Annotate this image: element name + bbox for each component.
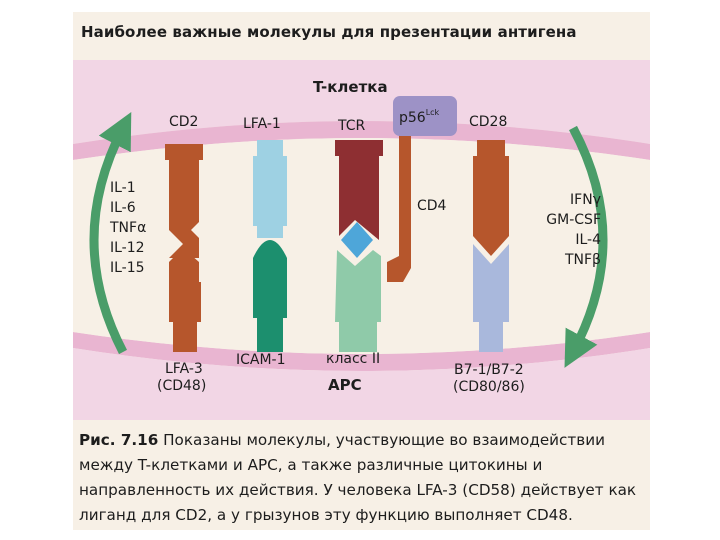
t-cell-membrane	[73, 121, 650, 160]
cd2-molecule	[165, 144, 203, 258]
caption-figure-number: Рис. 7.16	[79, 431, 159, 449]
left-cytokine-arrow	[89, 112, 132, 355]
cd28-molecule	[473, 140, 509, 256]
right-cytokine: TNFβ	[564, 252, 601, 268]
cd80-86-label: (CD80/86)	[453, 379, 525, 395]
tcr-molecule	[335, 140, 383, 240]
caption-text: Показаны молекулы, участвующие во взаимо…	[79, 431, 637, 524]
lfa1-domain	[253, 156, 287, 226]
left-cytokine: TNFα	[109, 220, 146, 236]
cd4-molecule	[387, 130, 411, 282]
right-cytokine: GM-CSF	[546, 212, 601, 228]
b7-label: B7-1/B7-2	[454, 362, 524, 378]
left-cytokine: IL-12	[110, 240, 145, 256]
lck-label: p56Lck	[399, 108, 440, 126]
lfa1-label: LFA-1	[243, 116, 281, 132]
icam1-molecule	[253, 240, 287, 352]
class-ii-label: класс II	[326, 351, 380, 367]
left-cytokine-list: IL-1 IL-6 TNFα IL-12 IL-15	[109, 180, 146, 276]
right-cytokine: IL-4	[575, 232, 601, 248]
figure-title: Наиболее важные молекулы для презентации…	[81, 23, 577, 41]
right-cytokine-list: IFNγ GM-CSF IL-4 TNFβ	[546, 192, 601, 268]
lfa3-label: LFA-3	[165, 361, 203, 377]
t-cell-region	[73, 60, 650, 144]
tcr-label: TCR	[337, 118, 366, 134]
lfa3-molecule	[169, 248, 201, 352]
icam1-label: ICAM-1	[236, 352, 286, 368]
figure-panel: Наиболее важные молекулы для презентации…	[73, 12, 650, 530]
apc-label: APC	[328, 376, 362, 394]
left-cytokine: IL-1	[110, 180, 136, 196]
cd28-label: CD28	[469, 114, 507, 130]
right-cytokine: IFNγ	[570, 192, 601, 208]
lck-kinase	[393, 96, 457, 136]
cd48-label: (CD48)	[157, 378, 206, 394]
t-cell-label: T-клетка	[313, 78, 388, 96]
right-cytokine-arrow	[564, 125, 608, 368]
antigen-presentation-diagram: T-клетка APC CD2 LFA-1 TCR p56Lck CD28 C…	[73, 60, 650, 420]
left-cytokine: IL-15	[110, 260, 145, 276]
cd4-label: CD4	[417, 198, 447, 214]
cd2-label: CD2	[169, 114, 198, 130]
b7-molecule	[473, 244, 509, 352]
figure-caption: Рис. 7.16 Показаны молекулы, участвующие…	[79, 428, 647, 528]
apc-region	[73, 348, 650, 420]
apc-membrane	[73, 332, 650, 371]
mhc-class-ii-molecule	[335, 250, 381, 352]
left-cytokine: IL-6	[110, 200, 136, 216]
antigen-peptide	[341, 222, 373, 258]
